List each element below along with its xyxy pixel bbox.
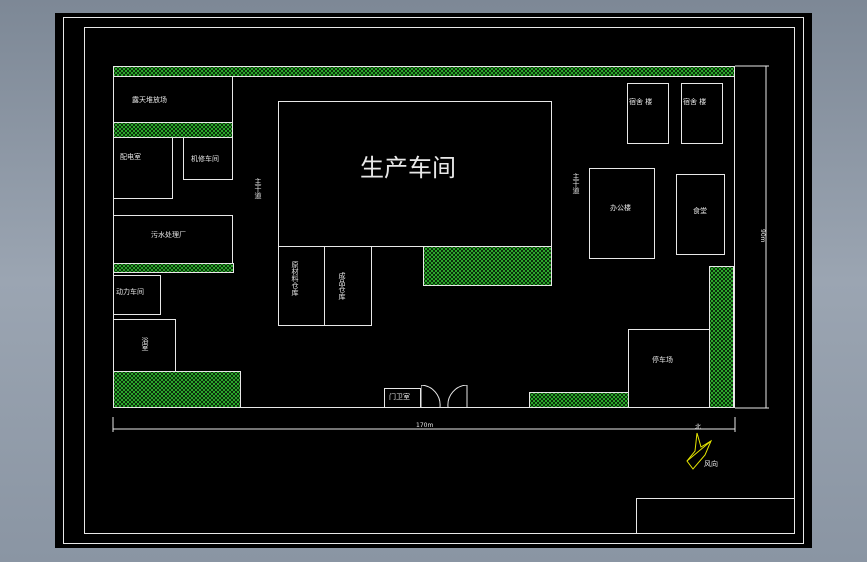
outdoor-storage-building bbox=[113, 76, 233, 123]
wind-rose-icon bbox=[686, 432, 713, 470]
drawing-sheet: 露天堆放场 配电室 机修车间 污水处理厂 动力车间 浴室 生产车间 原材料仓库 … bbox=[55, 13, 812, 548]
power-workshop-label: 动力车间 bbox=[116, 288, 144, 296]
green-belt-storage bbox=[113, 122, 233, 138]
machine-shop-label: 机修车间 bbox=[191, 155, 219, 163]
power-room-label: 配电室 bbox=[120, 153, 141, 161]
wind-rose-label: 风向 bbox=[704, 460, 718, 468]
product-warehouse bbox=[324, 246, 372, 326]
raw-material-warehouse-label: 原材料仓库 bbox=[291, 261, 299, 296]
green-belt-top bbox=[113, 66, 735, 77]
canteen-building bbox=[676, 174, 725, 255]
wastewater-label: 污水处理厂 bbox=[151, 231, 186, 239]
main-workshop-label: 生产车间 bbox=[360, 154, 456, 182]
parking-label: 停车场 bbox=[652, 356, 673, 364]
machine-shop-building bbox=[183, 137, 233, 180]
green-belt-bottom-left bbox=[113, 371, 241, 408]
wastewater-building bbox=[113, 215, 233, 264]
office-label: 办公楼 bbox=[610, 204, 631, 212]
bath-building bbox=[113, 319, 176, 372]
guard-house-label: 门卫室 bbox=[389, 393, 410, 401]
gate-door-arcs bbox=[421, 385, 468, 408]
inner-frame bbox=[84, 27, 795, 534]
parking-lot bbox=[628, 329, 710, 408]
dorm-right-label: 宿舍 楼 bbox=[683, 98, 707, 106]
canteen-label: 食堂 bbox=[693, 207, 707, 215]
office-building bbox=[589, 168, 655, 259]
product-warehouse-label: 成品仓库 bbox=[338, 272, 346, 300]
dorm-left-building bbox=[627, 83, 669, 144]
north-label: 北 bbox=[695, 424, 702, 431]
dimension-lines bbox=[112, 65, 769, 432]
outer-frame bbox=[63, 17, 804, 544]
power-room-building bbox=[113, 137, 173, 199]
green-belt-bottom-right bbox=[529, 392, 629, 408]
dimension-right-label: 90m bbox=[759, 229, 766, 243]
title-block bbox=[636, 498, 795, 534]
green-belt-workshop bbox=[423, 246, 552, 286]
main-road-left-label: 主干道 bbox=[254, 178, 262, 199]
dimension-bottom-label: 170m bbox=[416, 422, 434, 429]
dorm-right-building bbox=[681, 83, 723, 144]
bath-label: 浴室 bbox=[141, 337, 149, 351]
outdoor-storage-label: 露天堆放场 bbox=[132, 96, 167, 104]
power-workshop-building bbox=[113, 275, 161, 315]
dorm-left-label: 宿舍 楼 bbox=[629, 98, 653, 106]
main-workshop-building bbox=[278, 101, 552, 247]
main-road-right-label: 主干道 bbox=[572, 173, 580, 194]
